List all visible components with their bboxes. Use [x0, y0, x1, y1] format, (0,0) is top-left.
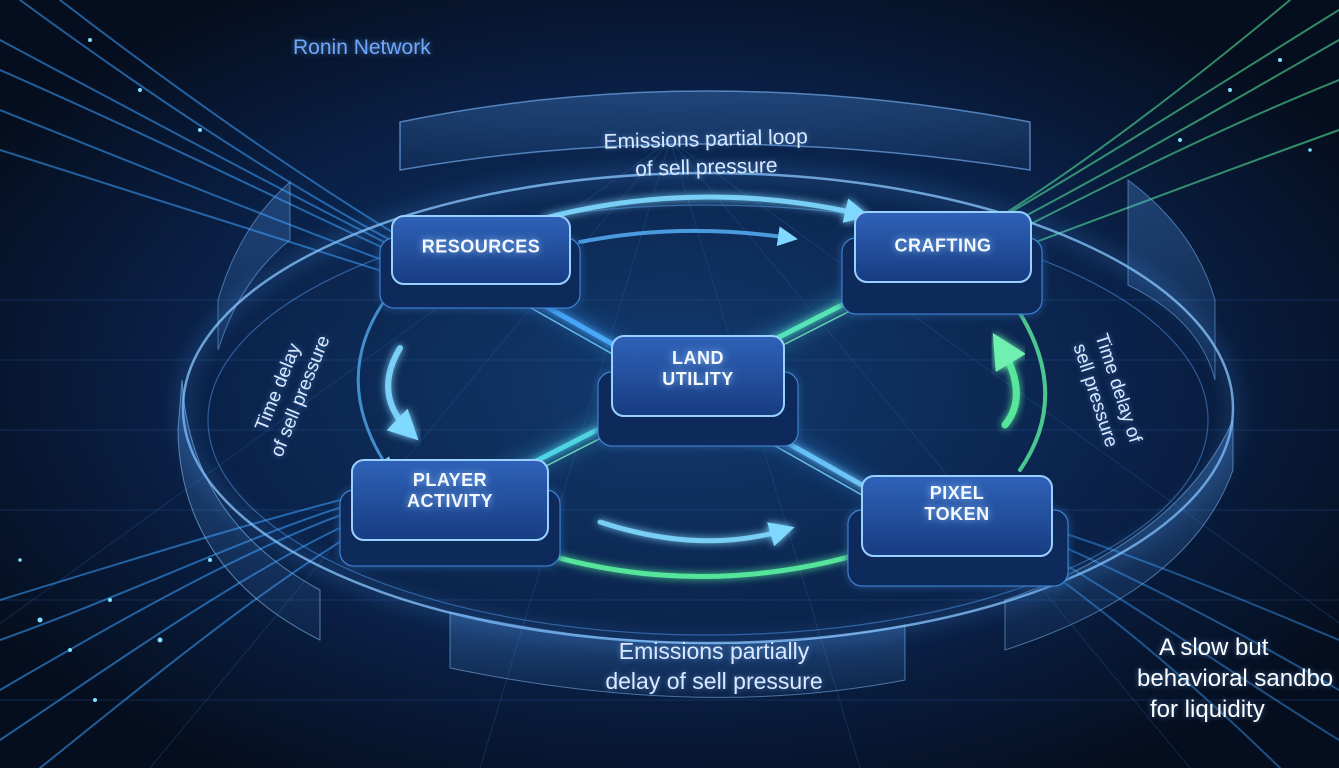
node-label-land-utility: LAND UTILITY [662, 348, 734, 390]
node-label-line: CRAFTING [895, 236, 992, 257]
tagline-line: behavioral sandbo [1137, 663, 1333, 694]
node-label-crafting: CRAFTING [895, 236, 992, 257]
node-label-pixel-token: PIXEL TOKEN [924, 483, 989, 525]
node-label-line: RESOURCES [422, 237, 541, 258]
node-label-player-activity: PLAYER ACTIVITY [407, 470, 493, 512]
tagline: A slow but behavioral sandbo for liquidi… [1150, 632, 1333, 725]
node-label-line: TOKEN [924, 504, 989, 525]
tagline-line: A slow but [1159, 632, 1333, 663]
caption-line: Emissions partial loop [603, 123, 808, 156]
caption-top: Emissions partial loop of sell pressure [603, 123, 809, 184]
node-label-line: ACTIVITY [407, 491, 493, 512]
caption-line: delay of sell pressure [605, 666, 822, 696]
node-label-line: UTILITY [662, 369, 734, 390]
caption-line: Emissions partially [605, 636, 822, 666]
node-crafting [842, 212, 1042, 314]
caption-line: of sell pressure [604, 151, 809, 184]
node-resources [380, 216, 580, 308]
node-label-line: PIXEL [924, 483, 989, 504]
network-label: Ronin Network [293, 36, 431, 60]
node-label-line: LAND [662, 348, 734, 369]
node-label-line: PLAYER [407, 470, 493, 491]
tagline-line: for liquidity [1150, 694, 1333, 725]
caption-bottom: Emissions partially delay of sell pressu… [605, 636, 822, 696]
node-label-resources: RESOURCES [422, 237, 541, 258]
